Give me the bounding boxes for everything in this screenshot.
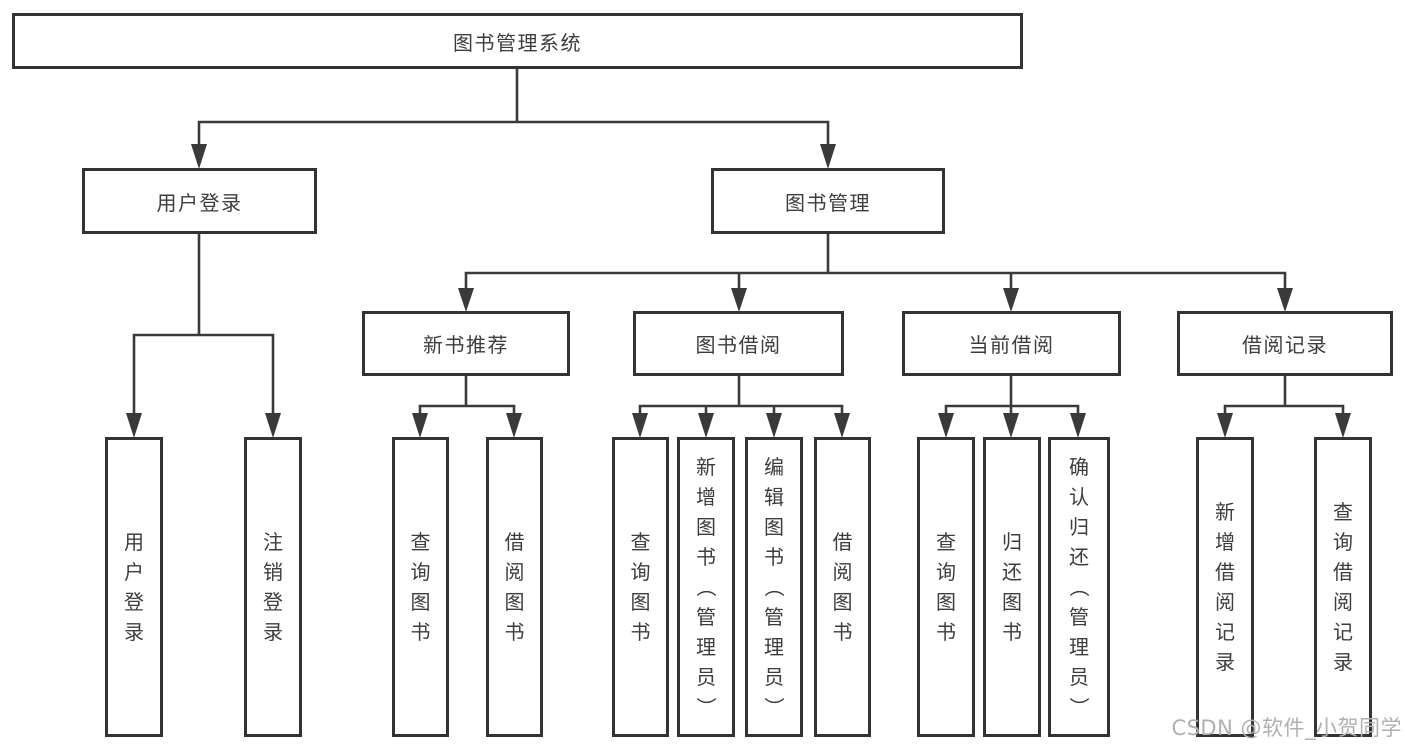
- node-borrow-records-label: 借阅记录: [1242, 333, 1328, 357]
- watermark: CSDN @软件_小贺同学: [1171, 716, 1402, 740]
- node-new-book-recommend-label: 新书推荐: [423, 333, 509, 357]
- node-root-system-label: 图书管理系统: [453, 30, 582, 55]
- leaf-logout: 注销登录: [244, 437, 302, 737]
- node-book-management-label: 图书管理: [785, 190, 871, 215]
- leaf-user-login: 用户登录: [105, 437, 163, 737]
- leaf-confirm-return-admin: 确认归还（管理员）: [1048, 437, 1110, 737]
- connector-borrow-records-children: [1223, 376, 1345, 415]
- node-book-borrow-label: 图书借阅: [695, 333, 782, 357]
- leaf-add-books-admin: 新增图书（管理员）: [677, 437, 735, 737]
- connector-user-login-children: [132, 234, 275, 415]
- leaf-borrow-books-recommend: 借阅图书: [486, 437, 543, 737]
- leaf-borrow-books: 借阅图书: [814, 437, 871, 737]
- node-current-borrow-label: 当前借阅: [968, 333, 1055, 357]
- connector-book-management-level2: [464, 234, 1287, 290]
- node-root-system: 图书管理系统: [12, 13, 1023, 69]
- node-current-borrow: 当前借阅: [902, 311, 1121, 376]
- leaf-query-books-borrow: 查询图书: [612, 437, 669, 737]
- node-borrow-records: 借阅记录: [1177, 311, 1393, 376]
- node-user-login: 用户登录: [82, 168, 317, 234]
- node-book-borrow: 图书借阅: [633, 311, 844, 376]
- node-new-book-recommend: 新书推荐: [362, 311, 570, 376]
- node-user-login-label: 用户登录: [156, 190, 243, 215]
- leaf-return-books: 归还图书: [983, 437, 1041, 737]
- connector-root-level1: [197, 69, 830, 146]
- connector-new-book-recommend-children: [418, 376, 516, 415]
- leaf-query-borrow-record: 查询借阅记录: [1314, 437, 1372, 737]
- leaf-query-books-recommend: 查询图书: [392, 437, 449, 737]
- node-book-management: 图书管理: [711, 168, 945, 234]
- leaf-edit-books-admin: 编辑图书（管理员）: [745, 437, 803, 737]
- leaf-add-borrow-record: 新增借阅记录: [1196, 437, 1254, 737]
- connector-book-borrow-children: [638, 376, 844, 415]
- leaf-query-books-current: 查询图书: [917, 437, 975, 737]
- connector-current-borrow-children: [944, 376, 1080, 415]
